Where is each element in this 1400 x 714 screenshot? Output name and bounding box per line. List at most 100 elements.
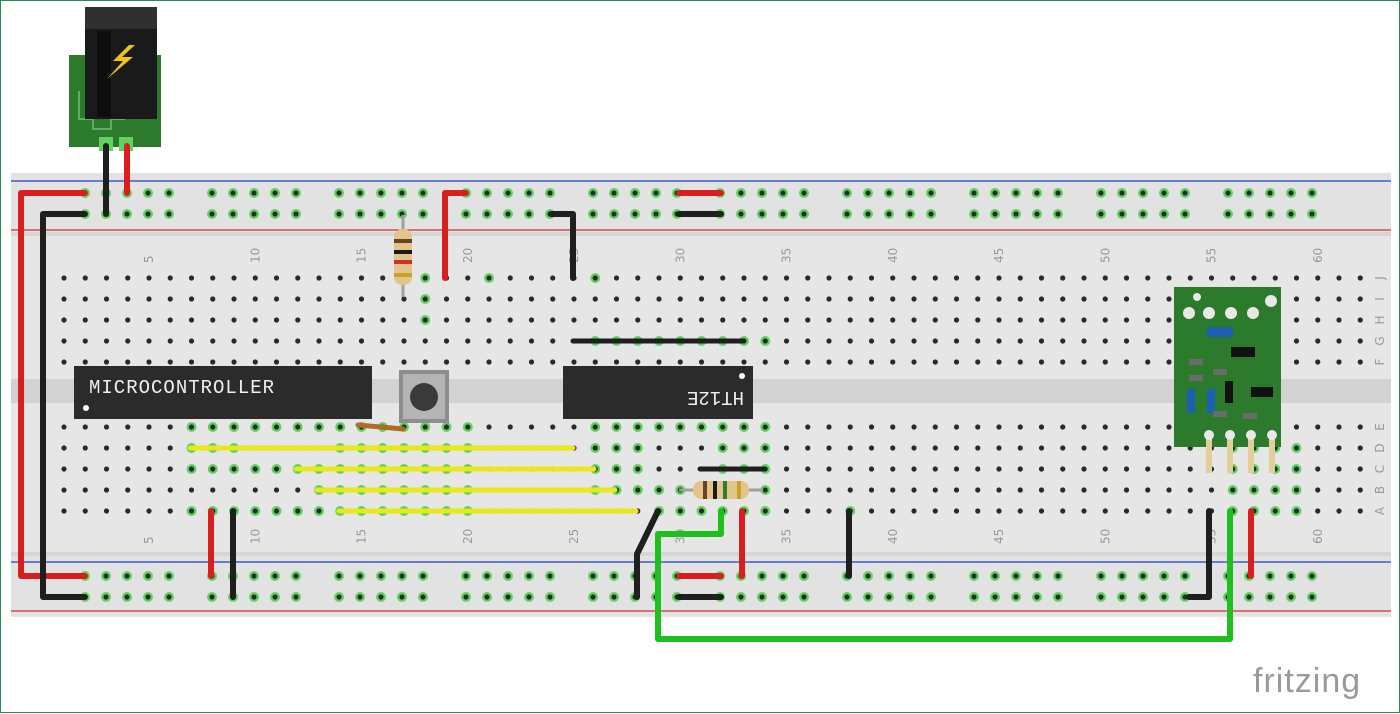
breadboard-hole xyxy=(592,275,598,281)
breadboard-hole xyxy=(762,317,768,323)
breadboard-hole xyxy=(146,338,152,344)
breadboard-hole xyxy=(996,487,1002,493)
breadboard-hole xyxy=(103,445,110,451)
breadboard-hole xyxy=(1060,275,1066,281)
breadboard-hole xyxy=(380,338,386,344)
breadboard-hole xyxy=(295,424,301,430)
breadboard-hole xyxy=(273,338,280,344)
breadboard-hole xyxy=(656,296,662,302)
rail-hole xyxy=(272,211,278,217)
rail-hole xyxy=(759,573,765,579)
breadboard-hole xyxy=(125,359,131,365)
rail-hole xyxy=(992,190,998,196)
breadboard-hole xyxy=(443,338,450,344)
breadboard-hole xyxy=(210,296,216,302)
jumper-wires xyxy=(18,143,1254,642)
breadboard-hole xyxy=(1336,338,1342,344)
breadboard-hole xyxy=(1315,487,1321,493)
breadboard-hole xyxy=(210,424,216,430)
breadboard-hole xyxy=(61,275,67,281)
breadboard-hole xyxy=(826,445,832,451)
breadboard-hole xyxy=(975,296,981,302)
rail-hole xyxy=(336,190,342,196)
breadboard-hole xyxy=(1081,338,1087,344)
rail-hole xyxy=(971,573,977,579)
rail-hole xyxy=(759,594,765,600)
breadboard-hole xyxy=(167,296,173,302)
rail-hole xyxy=(1309,594,1315,600)
breadboard-hole xyxy=(826,508,832,514)
rail-hole xyxy=(590,211,596,217)
breadboard-hole xyxy=(337,317,343,323)
rail-hole xyxy=(209,211,215,217)
rail-hole xyxy=(251,190,257,196)
breadboard-hole xyxy=(1102,338,1108,344)
rf-smd xyxy=(1243,413,1257,419)
rail-hole xyxy=(505,190,511,196)
breadboard-hole xyxy=(826,487,832,493)
rail-hole xyxy=(484,190,490,196)
breadboard-hole xyxy=(613,445,620,451)
breadboard-hole xyxy=(996,338,1002,344)
rail-hole xyxy=(1140,190,1146,196)
breadboard-hole xyxy=(465,275,471,281)
breadboard-hole xyxy=(401,359,407,365)
breadboard-hole xyxy=(975,338,981,344)
rail-hole xyxy=(399,190,405,196)
rf-pin-pad xyxy=(1246,430,1256,440)
breadboard-hole xyxy=(103,317,110,323)
rf-capacitor xyxy=(1207,389,1215,413)
breadboard-hole xyxy=(1038,466,1045,472)
breadboard-hole xyxy=(188,487,195,493)
breadboard-hole xyxy=(1166,359,1172,365)
breadboard-hole xyxy=(1123,508,1130,514)
breadboard-hole xyxy=(316,359,322,365)
breadboard-hole xyxy=(61,487,67,493)
breadboard-hole xyxy=(486,359,492,365)
column-number: 45 xyxy=(992,529,1006,544)
breadboard-hole xyxy=(592,317,598,323)
breadboard-hole xyxy=(996,424,1002,430)
breadboard-hole xyxy=(1017,424,1023,430)
breadboard-hole xyxy=(550,296,556,302)
breadboard-hole xyxy=(188,359,195,365)
breadboard-hole xyxy=(1145,424,1151,430)
column-number: 10 xyxy=(248,529,262,544)
breadboard-hole xyxy=(295,487,301,493)
breadboard-hole xyxy=(252,338,258,344)
breadboard-hole xyxy=(953,359,960,365)
rail-hole xyxy=(166,211,172,217)
breadboard-hole xyxy=(486,275,492,281)
rail-hole xyxy=(505,594,511,600)
top-rail-divider xyxy=(11,232,1391,236)
rail-hole xyxy=(590,190,596,196)
breadboard-hole xyxy=(656,317,662,323)
breadboard-hole xyxy=(975,466,981,472)
breadboard-hole xyxy=(337,275,343,281)
breadboard-hole xyxy=(1081,466,1087,472)
rail-hole xyxy=(971,190,977,196)
rail-hole xyxy=(992,211,998,217)
breadboard-hole xyxy=(613,359,620,365)
breadboard-hole xyxy=(890,445,896,451)
rail-hole xyxy=(1013,190,1019,196)
breadboard-hole xyxy=(273,275,280,281)
breadboard-hole xyxy=(1187,508,1193,514)
oscillator-resistor xyxy=(679,481,763,499)
rail-hole xyxy=(378,594,384,600)
rail-hole xyxy=(230,211,236,217)
rail-hole xyxy=(1034,190,1040,196)
rail-hole xyxy=(865,573,871,579)
breadboard-hole xyxy=(1017,296,1023,302)
breadboard-hole xyxy=(911,296,917,302)
rail-hole xyxy=(1034,573,1040,579)
breadboard-hole xyxy=(1038,275,1045,281)
breadboard-hole xyxy=(1145,275,1151,281)
breadboard-hole xyxy=(890,487,896,493)
rf-transistor xyxy=(1225,381,1233,403)
breadboard-hole xyxy=(1315,466,1321,472)
breadboard-hole xyxy=(125,487,131,493)
rf-pin-pad xyxy=(1225,430,1235,440)
breadboard-hole xyxy=(698,296,705,302)
rail-hole xyxy=(801,573,807,579)
